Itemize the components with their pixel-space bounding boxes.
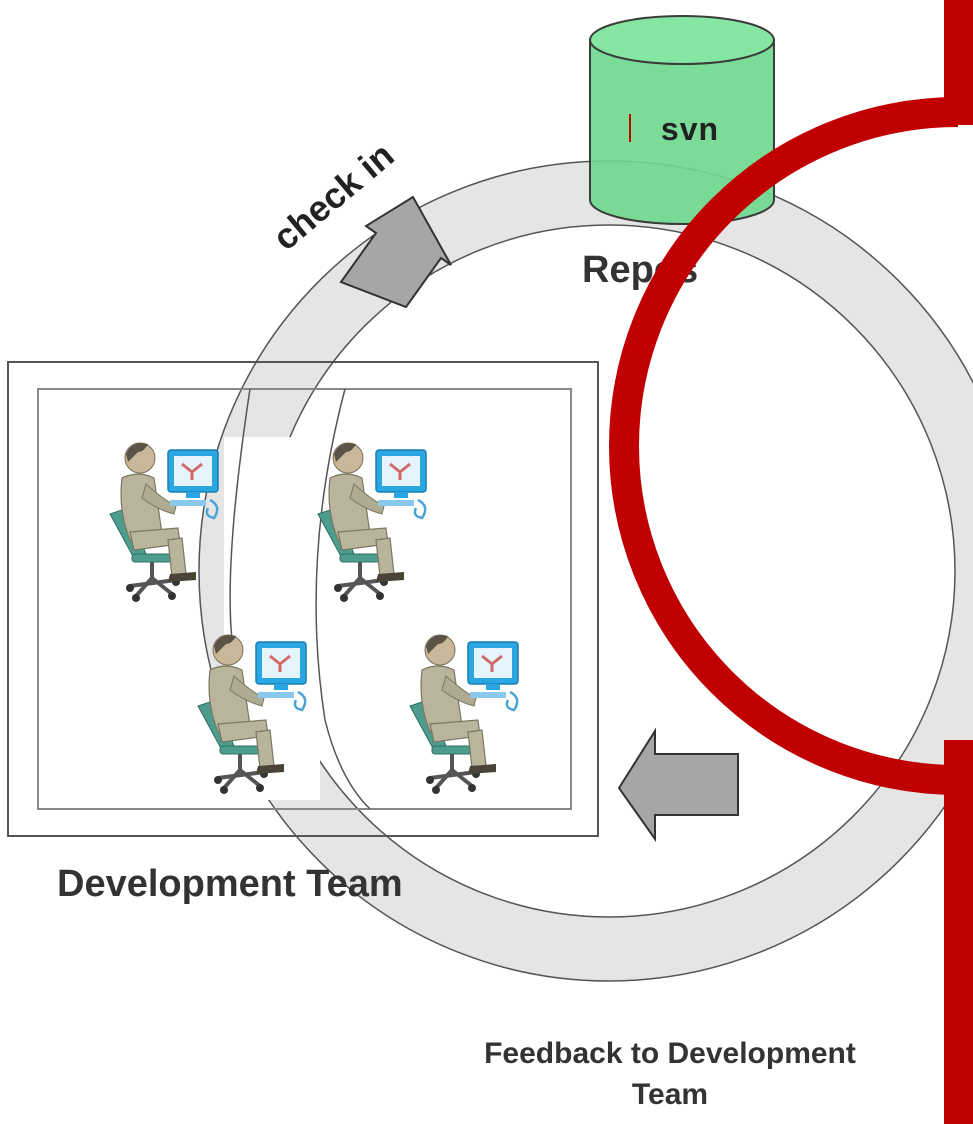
red-overlay: [609, 0, 973, 1124]
feedback-caption-line2: Team: [632, 1078, 708, 1111]
development-team-caption: Development Team: [57, 863, 403, 905]
feedback-caption-line1: Feedback to Development: [484, 1037, 856, 1070]
repository-cylinder: svn: [589, 15, 775, 225]
check-in-arrow: [339, 195, 452, 309]
development-team-box: [7, 361, 599, 837]
feedback-arrow: [617, 727, 739, 843]
svn-label: svn: [661, 111, 719, 147]
